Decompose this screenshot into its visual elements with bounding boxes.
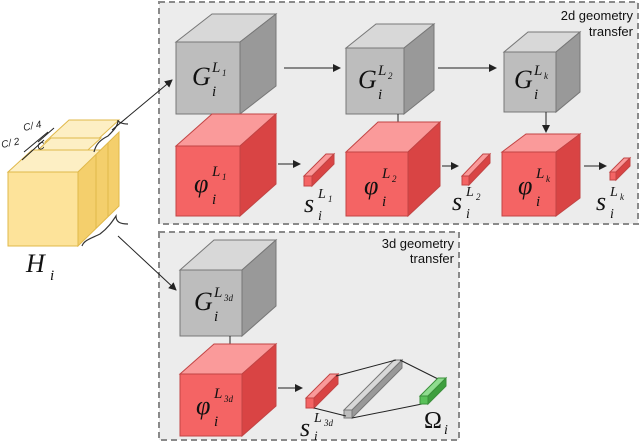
panel-3d-title-line2: transfer [410, 251, 455, 266]
dim-label-c: C [36, 141, 46, 153]
s-level1-main: s [304, 189, 314, 218]
g-block-levelk [502, 30, 582, 114]
arrow-input-to-g3d [117, 235, 177, 291]
g-level2-main: G [358, 65, 377, 94]
panel-2d-title-line2: transfer [589, 24, 634, 39]
input-label-h: H [25, 249, 46, 278]
phi-block-level1 [174, 112, 278, 218]
g-levelk-main: G [514, 65, 533, 94]
lower-brace [81, 214, 129, 247]
phi-level2-main: φ [364, 171, 378, 200]
g-level3d-sup: L [213, 285, 222, 301]
s-bar-levelk [608, 156, 632, 182]
s-bar-level3d [304, 372, 340, 410]
phi-level1-main: φ [194, 169, 208, 198]
phi-levelk-sup-sub: k [546, 174, 551, 184]
phi-level2-sup-sub: 2 [392, 174, 397, 184]
phi-level3d-sub: i [214, 414, 218, 430]
s-level2-sub: i [466, 207, 470, 222]
g-level3d-sup-sub: 3d [223, 293, 234, 303]
s-level3d-sub: i [314, 428, 318, 442]
phi-levelk-main: φ [518, 171, 532, 200]
fc-connection-bottom-right [351, 403, 423, 419]
omega-main: Ω [424, 408, 442, 434]
phi-level2-sub: i [382, 194, 386, 210]
phi-block-level3d [178, 342, 278, 438]
phi-level1-sub: i [212, 192, 216, 208]
dim-label-c2: C/ 2 [0, 136, 21, 151]
phi-block-level2 [344, 120, 442, 218]
s-levelk-sup-sub: k [620, 192, 625, 202]
fc-gray-bar [342, 358, 404, 420]
phi-level3d-sup-sub: 3d [223, 394, 234, 404]
fc-connection-top-right [399, 359, 441, 381]
g-level2-sup-sub: 2 [388, 71, 393, 81]
g-level2-sup: L [377, 63, 386, 79]
phi-levelk-sup: L [535, 166, 544, 182]
g-block-level1 [174, 12, 278, 116]
phi-block-levelk [500, 133, 582, 217]
phi-level1-sup: L [211, 164, 220, 180]
phi-level1-sup-sub: 1 [222, 172, 227, 182]
phi-level2-sup: L [381, 166, 390, 182]
phi-level3d-main: φ [196, 391, 210, 420]
input-dimension-marks: C/ 4 C/ 2 C [0, 119, 55, 161]
arrow-input-to-g1 [111, 79, 173, 131]
g-level1-sub: i [212, 84, 216, 100]
phi-levelk-sub: i [536, 194, 540, 210]
s-levelk-main: s [596, 187, 606, 216]
s-bar-level1 [302, 152, 336, 188]
omega-green-bar [418, 376, 448, 406]
s-level2-main: s [452, 187, 462, 216]
g-level1-sup: L [211, 60, 220, 76]
g-levelk-sup: L [533, 63, 542, 79]
s-level3d-sup-sub: 3d [323, 418, 334, 428]
g-level3d-sub: i [214, 309, 218, 325]
dim-label-c4: C/ 4 [22, 119, 43, 134]
s-level1-sup: L [317, 187, 326, 202]
s-level1-sub: i [318, 209, 322, 224]
g-levelk-sup-sub: k [544, 71, 549, 81]
s-level3d-sup: L [313, 411, 322, 426]
input-label-h-sub: i [50, 268, 54, 284]
input-feature-block [6, 119, 121, 248]
s-level2-sup-sub: 2 [476, 192, 481, 202]
g-level1-main: G [192, 62, 211, 91]
s-levelk-sup: L [609, 185, 618, 200]
g-level3d-main: G [194, 287, 213, 316]
s-level2-sup: L [465, 185, 474, 200]
s-levelk-sub: i [610, 207, 614, 222]
fc-connection-bottom-left [313, 407, 347, 417]
g-level2-sub: i [378, 87, 382, 103]
panel-2d-title-line1: 2d geometry [561, 8, 634, 23]
g-block-level3d [178, 238, 278, 338]
g-levelk-sub: i [534, 87, 538, 103]
fc-connection-top-left [335, 359, 397, 377]
g-block-level2 [344, 22, 436, 116]
panel-3d-title-line1: 3d geometry [382, 236, 455, 251]
omega-sub: i [444, 423, 448, 438]
s-bar-level2 [460, 152, 492, 187]
s-level1-sup-sub: 1 [328, 194, 333, 204]
g-level1-sup-sub: 1 [222, 68, 227, 78]
s-level3d-main: s [300, 413, 310, 442]
phi-level3d-sup: L [213, 386, 222, 402]
